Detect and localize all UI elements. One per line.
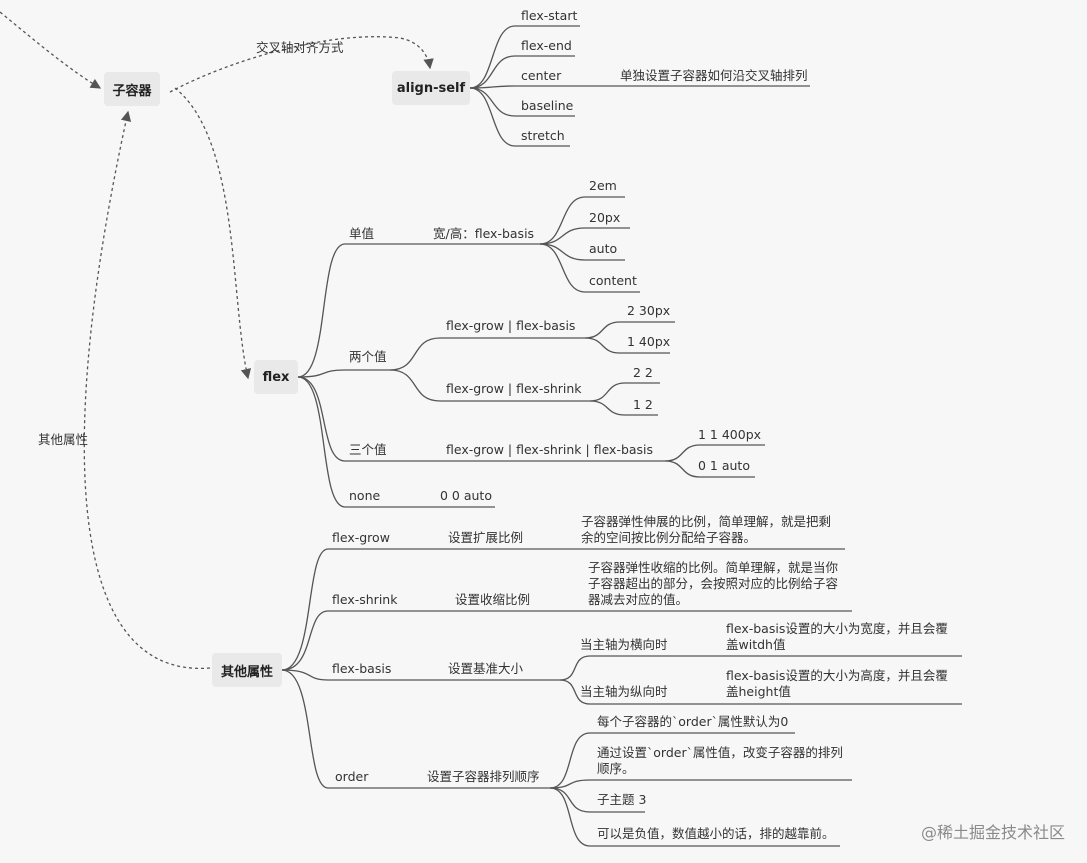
flex-two-value: 1 40px: [627, 334, 671, 349]
relation-other-child: [83, 110, 211, 669]
order-item: 可以是负值，数值越小的话，排的越靠前。: [597, 826, 835, 841]
other-basis-h-label: 当主轴为横向时: [580, 637, 668, 652]
order-item: 每个子容器的`order`属性默认为0: [597, 714, 789, 729]
node-other-attrs[interactable]: 其他属性: [212, 653, 282, 687]
node-child-container[interactable]: 子容器: [104, 72, 160, 106]
other-shrink-label: flex-shrink: [332, 592, 398, 607]
edge-label-other-attrs: 其他属性: [38, 432, 89, 447]
flex-single-desc: 宽/高：flex-basis: [433, 226, 535, 241]
flex-two-value: 2 30px: [627, 303, 671, 318]
relation-child-alignself: [169, 36, 434, 93]
other-basis-desc: 设置基准大小: [448, 661, 524, 676]
flex-single-value: auto: [589, 241, 618, 256]
flex-two-value: 1 2: [633, 397, 653, 412]
watermark: @稀土掘金技术社区: [920, 823, 1065, 842]
flex-three-value: 1 1 400px: [698, 427, 762, 442]
edge-label-cross-axis: 交叉轴对齐方式: [256, 40, 344, 55]
value-stretch: stretch: [521, 128, 565, 143]
value-baseline: baseline: [521, 98, 574, 113]
order-item: 子主题 3: [597, 792, 647, 807]
other-basis-v-label: 当主轴为纵向时: [580, 684, 668, 699]
align-self-note: 单独设置子容器如何沿交叉轴排列: [620, 68, 808, 83]
flex-three-value: 0 1 auto: [698, 458, 750, 473]
value-flex-start: flex-start: [521, 8, 578, 23]
other-basis-v-note: flex-basis设置的大小为高度，并且会覆盖height值: [726, 668, 948, 699]
flex-single-label: 单值: [349, 226, 375, 241]
other-grow-desc: 设置扩展比例: [448, 530, 524, 545]
flex-two-desc-a: flex-grow | flex-basis: [446, 318, 576, 333]
incoming-relation: [0, 11, 102, 89]
other-shrink-note: 子容器弹性收缩的比例。简单理解，就是当你子容器超出的部分，会按照对应的比例给子容…: [588, 560, 839, 607]
other-grow-note: 子容器弹性伸展的比例，简单理解，就是把剩余的空间按比例分配给子容器。: [581, 514, 832, 545]
other-grow-label: flex-grow: [332, 530, 390, 545]
other-basis-label: flex-basis: [332, 661, 392, 676]
node-flex[interactable]: flex: [254, 360, 298, 394]
flex-none-value: 0 0 auto: [440, 488, 492, 503]
flex-two-desc-b: flex-grow | flex-shrink: [446, 381, 582, 396]
relation-child-flex: [174, 87, 252, 380]
value-flex-end: flex-end: [521, 38, 572, 53]
flex-three-label: 三个值: [349, 442, 387, 457]
flex-none-label: none: [349, 488, 381, 503]
flex-two-value: 2 2: [633, 365, 653, 380]
other-shrink-desc: 设置收缩比例: [455, 592, 531, 607]
flex-single-value: 2em: [589, 178, 617, 193]
other-order-desc: 设置子容器排列顺序: [427, 769, 540, 784]
flex-single-value: 20px: [589, 210, 621, 225]
value-center: center: [521, 68, 562, 83]
other-basis-h-note: flex-basis设置的大小为宽度，并且会覆盖witdh值: [726, 621, 948, 652]
order-item: 通过设置`order`属性值，改变子容器的排列顺序。: [597, 745, 843, 776]
other-order-label: order: [335, 769, 369, 784]
flex-single-value: content: [589, 273, 637, 288]
flex-two-label: 两个值: [349, 349, 387, 364]
flex-three-desc: flex-grow | flex-shrink | flex-basis: [446, 442, 654, 457]
node-align-self[interactable]: align-self: [392, 71, 470, 105]
